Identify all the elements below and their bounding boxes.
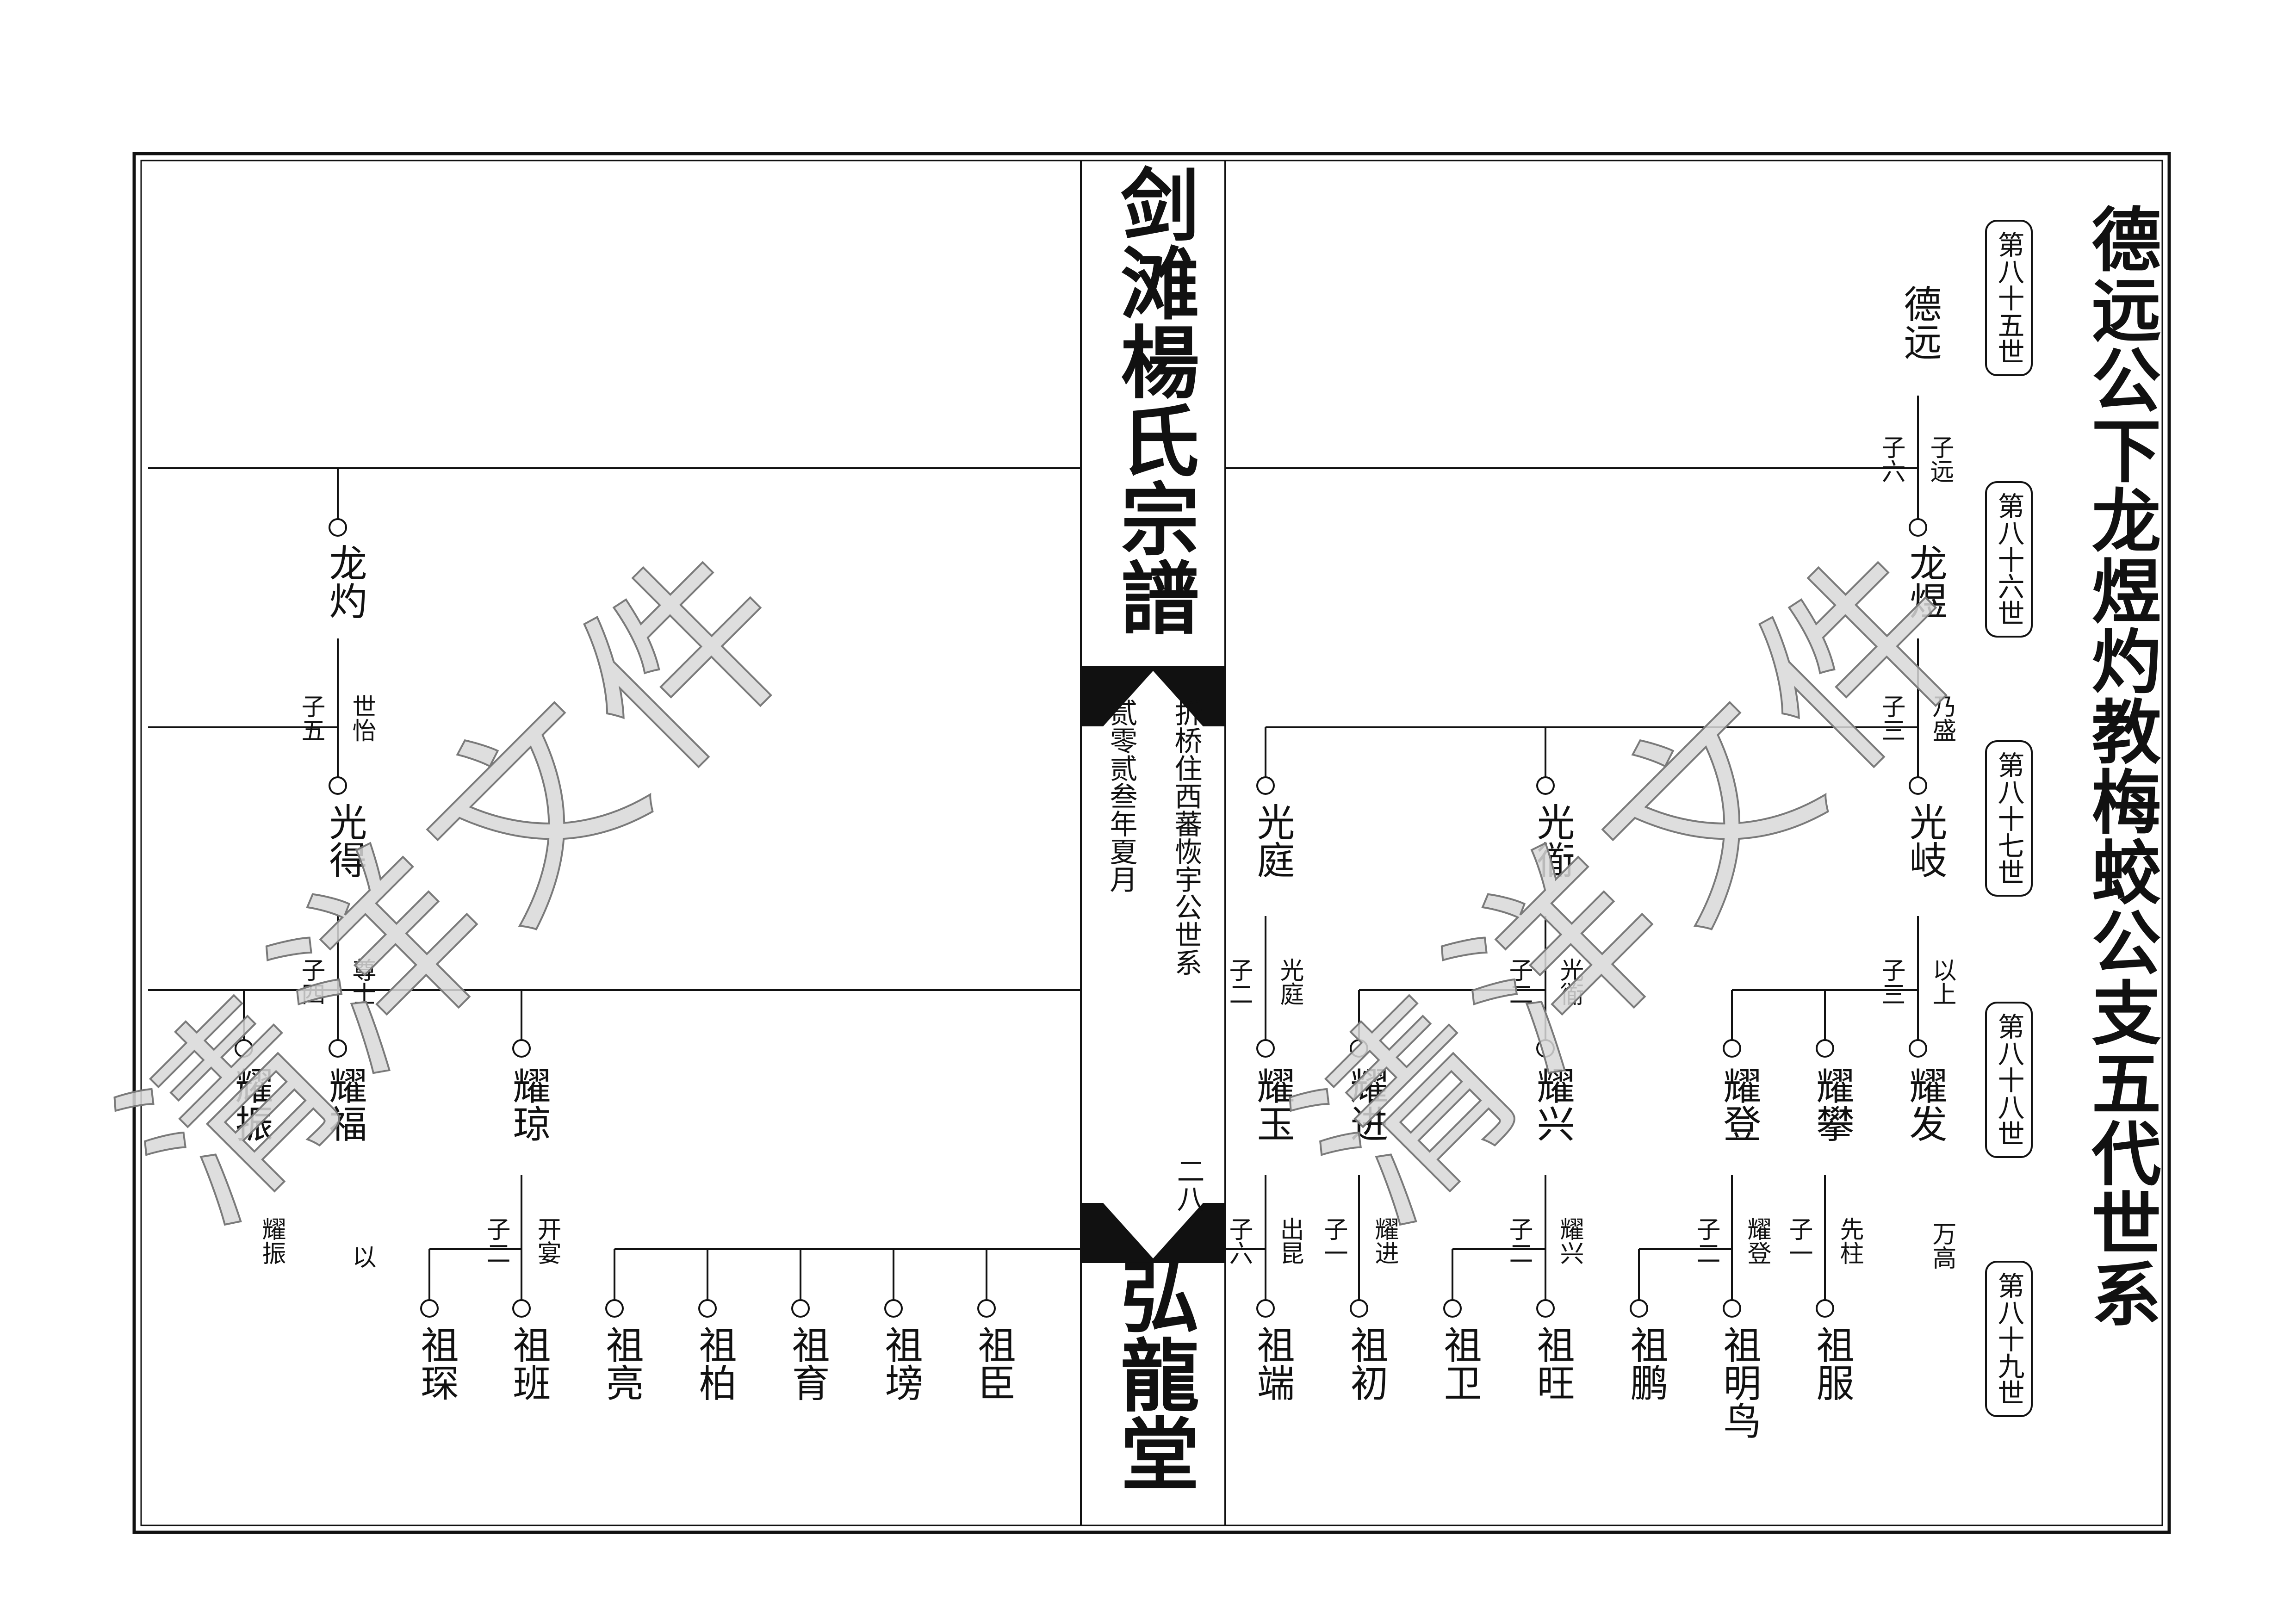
note-text: 光庭 [1276, 958, 1303, 1006]
person-gen87: 光得 [323, 803, 366, 879]
note-text: 子六 [1225, 1217, 1253, 1265]
person-gen89: 祖班 [506, 1326, 550, 1401]
note-text: 子二 [1692, 1217, 1720, 1265]
person-gen86: 龙煜 [1903, 544, 1947, 619]
person-gen89: 祖塝 [878, 1326, 922, 1401]
generation-badge-85: 第八十五世 [1985, 220, 2033, 376]
person-gen89: 祖初 [1344, 1326, 1388, 1401]
person-gen89: 祖服 [1810, 1326, 1854, 1401]
note-text: 子三 [1877, 694, 1905, 742]
person-gen88: 耀登 [1717, 1066, 1761, 1142]
generation-badge-87: 第八十七世 [1985, 740, 2033, 897]
note-text: 耀进 [1371, 1217, 1398, 1265]
note-text: 子六 [1877, 435, 1905, 483]
branch-label: 折桥住西蕃恢宇公世系 [1170, 699, 1202, 976]
note-text: 子二 [1505, 958, 1533, 1006]
person-root: 德远 [1897, 285, 1941, 360]
person-gen87: 光衜 [1530, 803, 1574, 879]
note-text: 子远 [1926, 435, 1954, 483]
note-text: 出昆 [1276, 1217, 1303, 1265]
person-gen89: 祖亮 [599, 1326, 643, 1401]
note-text: 以上 [1928, 958, 1956, 1006]
note-text: 耀兴 [1556, 1217, 1583, 1265]
generation-badge-89: 第八十九世 [1985, 1261, 2033, 1417]
note-text: 万高 [1928, 1221, 1956, 1270]
note-text: 子二 [1225, 958, 1253, 1006]
note-text: 子四 [297, 958, 325, 1006]
note-text: 子五 [297, 694, 325, 742]
note-text: 乃盛 [1928, 694, 1956, 742]
person-gen86: 龙灼 [323, 544, 366, 619]
note-text: 耀登 [1743, 1217, 1771, 1265]
person-gen89: 祖琛 [414, 1326, 458, 1401]
generation-badge-86: 第八十六世 [1985, 481, 2033, 638]
note-text: 先柱 [1836, 1217, 1863, 1265]
generation-badge-88: 第八十八世 [1985, 1002, 2033, 1158]
note-text: 子一 [1785, 1217, 1812, 1265]
person-gen89: 祖明鸟 [1717, 1326, 1761, 1439]
book-title: 剑滩楊氏宗譜 [1107, 164, 1199, 636]
person-gen88: 耀兴 [1530, 1066, 1574, 1142]
note-text: 子二 [1505, 1217, 1533, 1265]
person-gen89: 祖臣 [971, 1326, 1015, 1401]
person-gen88: 耀琼 [506, 1066, 550, 1142]
note-text: 世怡 [348, 694, 376, 742]
note-text: 子二 [482, 1217, 510, 1265]
person-gen89: 祖育 [785, 1326, 829, 1401]
person-gen88: 耀攀 [1810, 1066, 1854, 1142]
note-text: 开宴 [533, 1217, 561, 1265]
note-text: 子一 [1320, 1217, 1347, 1265]
person-gen88: 耀玉 [1250, 1066, 1294, 1142]
person-gen88: 耀振 [229, 1066, 273, 1142]
date-label: 贰零贰叁年夏月 [1105, 699, 1137, 893]
person-gen88: 耀发 [1903, 1066, 1947, 1142]
person-gen89: 祖鹏 [1624, 1326, 1668, 1401]
hall-name: 弘龍堂 [1107, 1256, 1199, 1492]
note-text: 子三 [1877, 958, 1905, 1006]
person-gen88: 耀福 [323, 1066, 366, 1142]
person-gen89: 祖柏 [692, 1326, 736, 1401]
page-title: 德远公下龙煜灼教梅蛟公支五代世系 [2080, 204, 2161, 1329]
note-text: 以 [348, 1245, 376, 1269]
note-text: 尊士 [348, 958, 376, 1006]
person-gen89: 祖旺 [1530, 1326, 1574, 1401]
person-gen87: 光庭 [1250, 803, 1294, 879]
note-text: 耀振 [258, 1217, 285, 1265]
person-gen89: 祖端 [1250, 1326, 1294, 1401]
person-gen87: 光岐 [1903, 803, 1947, 879]
note-text: 光衜 [1556, 958, 1583, 1006]
person-gen88: 耀进 [1344, 1066, 1388, 1142]
page-number: 二八 [1172, 1157, 1204, 1212]
person-gen89: 祖卫 [1437, 1326, 1481, 1401]
